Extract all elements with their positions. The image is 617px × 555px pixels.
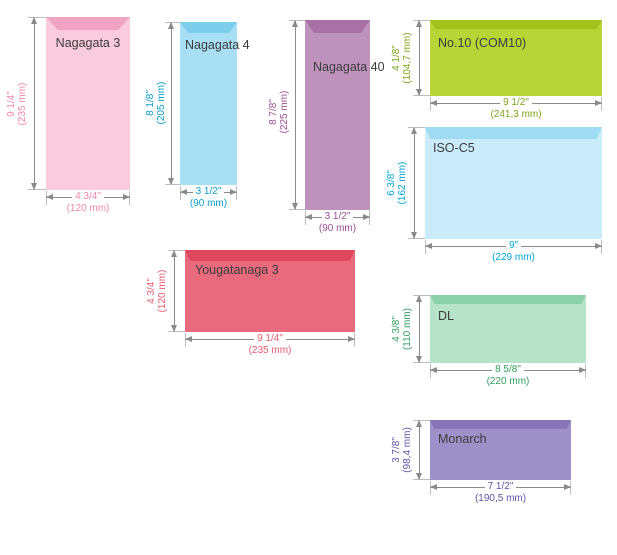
height-dimension-label: 6 3/8" (162 mm)	[386, 143, 408, 223]
width-inches: 8 5/8"	[492, 364, 524, 376]
height-inches: 3 7/8"	[391, 437, 402, 463]
width-dimension: 3 1/2" (90 mm)	[180, 186, 237, 209]
vertical-arrow-icon	[411, 127, 417, 239]
width-dimension: 3 1/2" (90 mm)	[305, 211, 370, 234]
width-inches: 7 1/2"	[484, 481, 517, 493]
envelope-flap-icon	[185, 250, 355, 261]
width-mm: (229 mm)	[492, 252, 535, 263]
envelope-yougatanaga-3: Yougatanaga 3	[185, 250, 355, 332]
height-inches: 4 3/4"	[146, 278, 157, 304]
height-mm: (120 mm)	[157, 269, 168, 313]
width-mm: (235 mm)	[248, 345, 292, 356]
envelope-name: Nagagata 40	[313, 60, 385, 74]
envelope-iso-c5: ISO-C5	[425, 127, 602, 239]
envelope-no10-com10: No.10 (COM10)	[430, 20, 602, 96]
envelope-name: Monarch	[438, 432, 487, 446]
envelope-name: Nagagata 3	[55, 36, 121, 50]
height-inches: 8 7/8"	[268, 99, 279, 125]
height-dimension	[165, 22, 180, 185]
height-dimension-label: 4 1/8" (104,7 mm)	[391, 18, 413, 98]
width-mm: (90 mm)	[318, 223, 357, 234]
width-dimension: 7 1/2" (190,5 mm)	[430, 481, 571, 504]
height-dimension-label: 4 3/8" (110 mm)	[391, 289, 413, 369]
width-dimension: 8 5/8" (220 mm)	[430, 364, 586, 387]
height-inches: 8 1/8"	[145, 90, 156, 116]
width-mm: (190,5 mm)	[474, 493, 527, 504]
envelope-dl: DL	[430, 295, 586, 363]
envelope-name: Yougatanaga 3	[195, 263, 279, 277]
envelope-flap-icon	[430, 295, 586, 304]
envelope-nagagata-4: Nagagata 4	[180, 22, 250, 185]
height-dimension-label: 8 7/8" (225 mm)	[268, 72, 290, 152]
height-dimension-label: 9 1/4" (235 mm)	[6, 64, 28, 144]
width-dimension: 9 1/4" (235 mm)	[185, 333, 355, 356]
vertical-arrow-icon	[31, 17, 37, 190]
height-mm: (104,7 mm)	[402, 32, 413, 84]
height-dimension-label: 8 1/8" (205 mm)	[145, 63, 167, 143]
height-dimension	[413, 20, 430, 96]
width-inches: 4 3/4"	[72, 191, 104, 203]
width-inches: 9"	[505, 240, 522, 252]
envelope-nagagata-40: Nagagata 40	[305, 20, 385, 210]
height-mm: (110 mm)	[402, 307, 413, 351]
vertical-arrow-icon	[416, 20, 422, 96]
envelope-name: DL	[438, 309, 454, 323]
height-dimension	[289, 20, 305, 210]
height-mm: (205 mm)	[156, 81, 167, 125]
height-inches: 9 1/4"	[6, 91, 17, 117]
height-mm: (98,4 mm)	[402, 427, 413, 473]
envelope-flap-icon	[305, 20, 370, 33]
height-dimension	[413, 295, 430, 363]
height-inches: 4 3/8"	[391, 316, 402, 342]
width-mm: (90 mm)	[189, 198, 228, 209]
envelope-name: ISO-C5	[433, 141, 475, 155]
vertical-arrow-icon	[292, 20, 298, 210]
height-mm: (235 mm)	[17, 82, 28, 126]
width-mm: (120 mm)	[66, 203, 110, 214]
envelope-flap-icon	[46, 17, 130, 30]
width-inches: 3 1/2"	[192, 186, 225, 198]
width-mm: (241,3 mm)	[490, 109, 542, 120]
width-inches: 3 1/2"	[321, 211, 354, 223]
width-dimension: 9" (229 mm)	[425, 240, 602, 263]
envelope-flap-icon	[180, 22, 237, 33]
vertical-arrow-icon	[416, 295, 422, 363]
envelope-flap-icon	[430, 20, 602, 29]
height-dimension	[28, 17, 46, 190]
width-dimension: 4 3/4" (120 mm)	[46, 191, 130, 214]
width-inches: 9 1/4"	[254, 333, 286, 345]
width-inches: 9 1/2"	[500, 97, 532, 109]
vertical-arrow-icon	[171, 250, 177, 332]
height-inches: 6 3/8"	[386, 170, 397, 196]
envelope-flap-icon	[425, 127, 602, 139]
height-inches: 4 1/8"	[391, 45, 402, 71]
envelope-name: Nagagata 4	[185, 38, 250, 52]
height-dimension	[168, 250, 185, 332]
envelope-nagagata-3: Nagagata 3	[46, 17, 130, 190]
height-mm: (162 mm)	[397, 161, 408, 205]
vertical-arrow-icon	[416, 420, 422, 480]
height-dimension-label: 4 3/4" (120 mm)	[146, 251, 168, 331]
height-mm: (225 mm)	[279, 90, 290, 134]
height-dimension-label: 3 7/8" (98,4 mm)	[391, 410, 413, 490]
envelope-flap-icon	[430, 420, 571, 429]
height-dimension	[413, 420, 430, 480]
width-dimension: 9 1/2" (241,3 mm)	[430, 97, 602, 120]
height-dimension	[408, 127, 425, 239]
width-mm: (220 mm)	[486, 376, 530, 387]
envelope-monarch: Monarch	[430, 420, 571, 480]
envelope-name: No.10 (COM10)	[438, 36, 527, 50]
vertical-arrow-icon	[168, 22, 174, 185]
